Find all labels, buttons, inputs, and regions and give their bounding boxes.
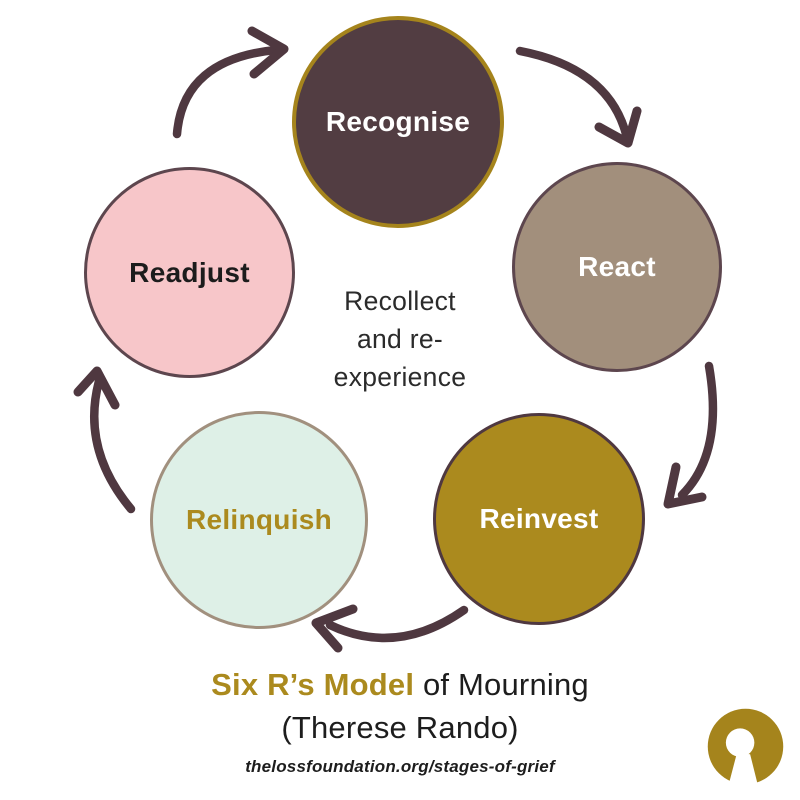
arrow-relinquish-to-readjust (73, 366, 136, 514)
stage-circle-relinquish: Relinquish (150, 411, 368, 629)
arrow-react-to-reinvest (663, 361, 718, 509)
loss-foundation-logo-icon (707, 708, 784, 785)
diagram-title: Six R’s Model of Mourning (Therese Rando… (0, 666, 800, 746)
stage-circle-recognise: Recognise (292, 16, 504, 228)
title-line2: (Therese Rando) (281, 710, 519, 746)
title-line1: Six R’s Model of Mourning (0, 666, 800, 703)
stage-circle-reinvest: Reinvest (433, 413, 645, 625)
center-stage-text: Recollect and re- experience (270, 283, 530, 397)
stage-circle-react: React (512, 162, 722, 372)
stage-label-recognise: Recognise (325, 106, 471, 137)
center-text-line: Recollect (344, 286, 456, 316)
stage-label-relinquish: Relinquish (185, 504, 333, 535)
arrow-recognise-to-react (515, 46, 642, 148)
title-rest: of Mourning (414, 667, 589, 702)
title-highlight: Six R’s Model (211, 667, 415, 702)
stage-label-readjust: Readjust (129, 256, 250, 288)
center-text-line: experience (333, 361, 467, 392)
source-url-text: thelossfoundation.org/stages-of-grief (245, 757, 555, 776)
stage-label-reinvest: Reinvest (479, 503, 599, 534)
arrow-readjust-to-recognise (172, 26, 289, 139)
stage-circle-readjust: Readjust (84, 167, 295, 378)
center-text-line: and re- (356, 323, 444, 354)
stage-label-react: React (578, 251, 656, 282)
arrow-reinvest-to-relinquish (311, 604, 469, 653)
